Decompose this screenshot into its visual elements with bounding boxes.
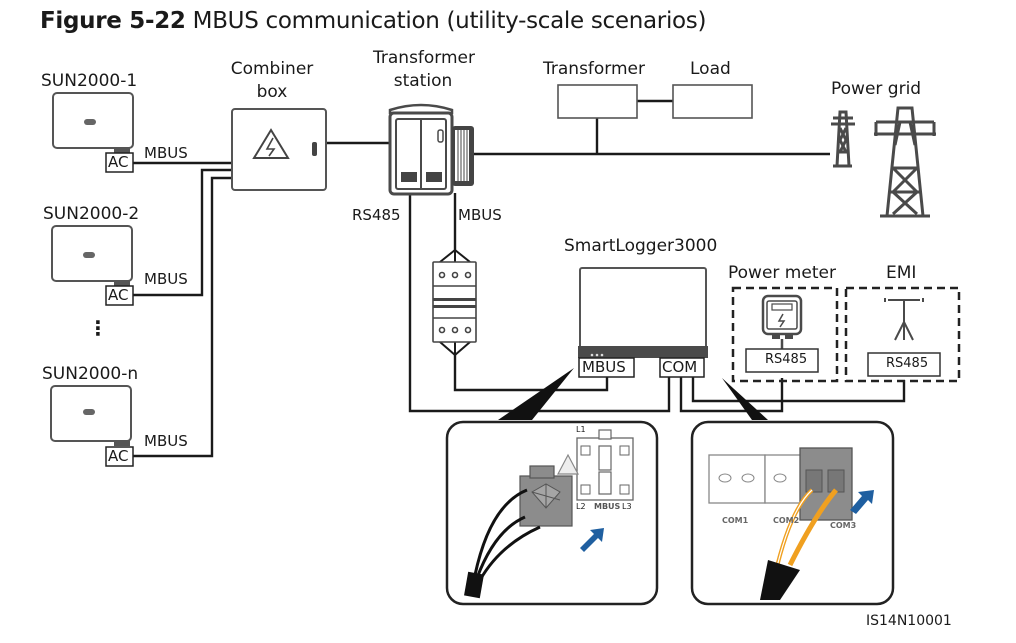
wire-invn-combiner xyxy=(132,176,232,458)
transformer-label: Transformer xyxy=(543,59,646,79)
com1-label: COM1 xyxy=(722,516,749,525)
smartlogger-com-label: COM xyxy=(662,358,698,376)
combiner-box-label-1: Combiner xyxy=(230,59,314,79)
pin-l2-label: L2 xyxy=(576,502,586,511)
more-inverters-ellipsis: ⋮ xyxy=(88,316,108,340)
insert-arrow-icon xyxy=(850,490,874,514)
power-meter-rs485-label: RS485 xyxy=(765,352,808,367)
figure-number: Figure 5-22 xyxy=(40,8,186,34)
station-mbus-label: MBUS xyxy=(458,206,502,224)
inverter-2-mbus-label: MBUS xyxy=(144,270,188,288)
inverter-n-label: SUN2000-n xyxy=(42,364,139,384)
pin-l3-label: L3 xyxy=(622,502,632,511)
callout-pointer-com xyxy=(722,378,768,420)
inverter-n-ac-port: AC xyxy=(108,447,129,465)
transmission-tower-icon xyxy=(831,106,936,218)
smartlogger-mbus-label: MBUS xyxy=(582,358,626,376)
power-meter-rs485-port xyxy=(745,348,819,373)
power-meter-group xyxy=(731,286,839,383)
wire-com-meter xyxy=(679,376,784,413)
wire-com-emi xyxy=(691,376,906,403)
inverter-2-label: SUN2000-2 xyxy=(43,204,140,224)
inverter-2 xyxy=(51,225,134,306)
station-rs485-label: RS485 xyxy=(352,206,401,224)
wire-inv2-combiner xyxy=(132,168,232,297)
pin-mbus-label: MBUS xyxy=(594,502,621,511)
transformer-station-label-2: station xyxy=(393,71,453,91)
figure-id: IS14N10001 xyxy=(866,613,952,629)
circuit-breaker-icon xyxy=(432,261,477,343)
emi-rs485-label: RS485 xyxy=(886,356,929,371)
inverter-n xyxy=(50,385,134,467)
detail-panel-mbus xyxy=(445,420,659,606)
smartlogger-com-port xyxy=(659,357,705,378)
pin-l1-label: L1 xyxy=(576,425,586,434)
callout-pointer-mbus xyxy=(498,368,574,420)
figure-caption: MBUS communication (utility-scale scenar… xyxy=(192,8,707,34)
inverter-n-mbus-label: MBUS xyxy=(144,432,188,450)
emi-label: EMI xyxy=(886,263,917,283)
power-meter-icon xyxy=(761,294,803,349)
com3-label: COM3 xyxy=(830,521,857,530)
smartlogger-mbus-port xyxy=(578,357,635,378)
inverter-1-label: SUN2000-1 xyxy=(41,71,138,91)
figure-title: Figure 5-22 MBUS communication (utility-… xyxy=(40,8,706,34)
inverter-1 xyxy=(52,92,134,173)
insert-arrow-icon xyxy=(580,528,604,552)
smartlogger-label: SmartLogger3000 xyxy=(564,236,718,256)
transformer-station-label-1: Transformer xyxy=(373,48,476,68)
inverter-1-ac-port: AC xyxy=(108,153,129,171)
load-label: Load xyxy=(690,59,731,79)
load-box xyxy=(672,84,753,119)
inverter-2-ac-port: AC xyxy=(108,286,129,304)
inverter-1-mbus-label: MBUS xyxy=(144,144,188,162)
smartlogger-device xyxy=(578,267,708,358)
transformer-station-icon xyxy=(388,103,474,196)
power-meter-label: Power meter xyxy=(728,263,836,283)
weather-station-icon xyxy=(884,298,924,341)
emi-group xyxy=(844,286,961,383)
combiner-box xyxy=(231,108,327,191)
detail-panel-com xyxy=(690,420,895,606)
emi-rs485-port xyxy=(867,352,941,377)
combiner-box-label-2: box xyxy=(256,82,288,102)
com2-label: COM2 xyxy=(773,516,800,525)
power-grid-label: Power grid xyxy=(831,79,922,99)
transformer-box xyxy=(557,84,638,119)
wire-mbus-breaker-bottom xyxy=(453,355,609,392)
high-voltage-warning-icon xyxy=(252,128,290,159)
wire-rs485-station xyxy=(408,193,671,413)
